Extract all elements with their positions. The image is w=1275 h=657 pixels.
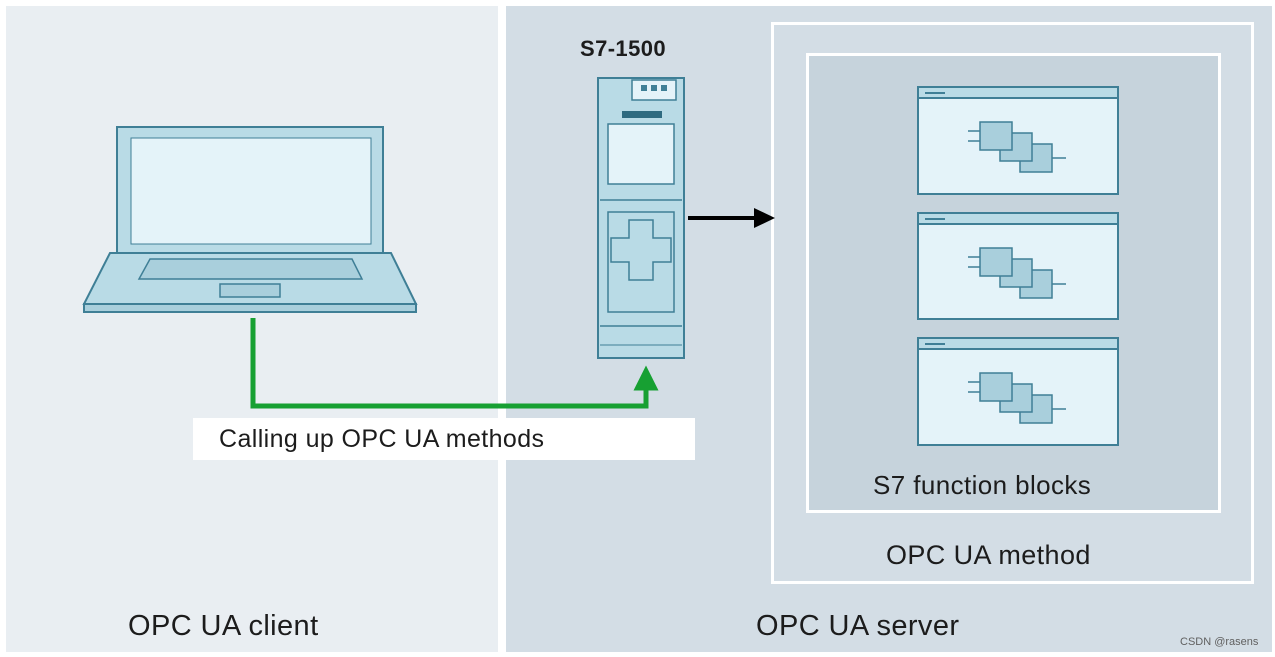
client-label: OPC UA client	[128, 610, 319, 642]
client-to-plc-connection	[250, 318, 659, 409]
call-label: Calling up OPC UA methods	[219, 425, 545, 453]
function-block-icon	[917, 86, 1119, 195]
device-label: S7-1500	[580, 36, 666, 61]
method-label: OPC UA method	[886, 540, 1091, 570]
function-block-icon	[917, 337, 1119, 446]
plc-to-method-arrow	[688, 208, 775, 228]
plc-icon	[597, 77, 685, 359]
call-label-box	[193, 418, 695, 460]
server-label: OPC UA server	[756, 610, 960, 642]
laptop-icon	[82, 126, 418, 313]
watermark: CSDN @rasens	[1180, 636, 1259, 648]
opc-ua-method-box	[771, 22, 1254, 584]
function-blocks-label: S7 function blocks	[873, 470, 1092, 500]
function-block-icon	[917, 212, 1119, 320]
